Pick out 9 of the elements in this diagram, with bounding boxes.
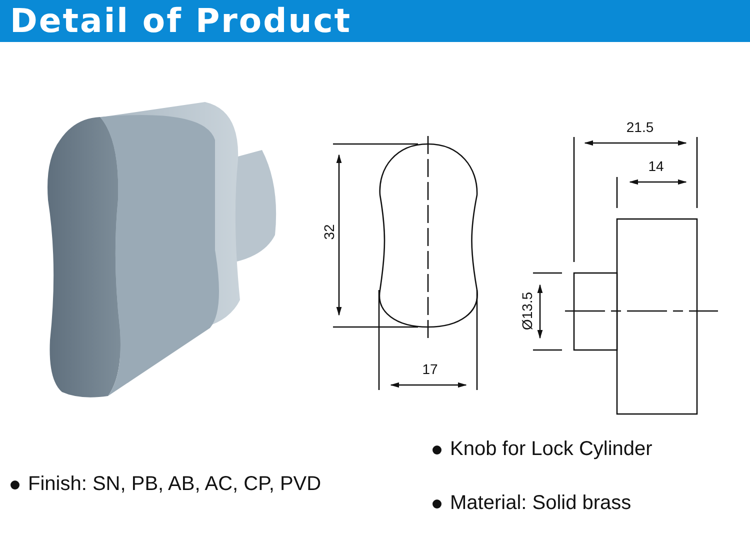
- dimension-label: 21.5: [626, 120, 654, 134]
- dimension-label: 17: [422, 362, 438, 376]
- spec-text: Finish: SN, PB, AB, AC, CP, PVD: [28, 474, 322, 494]
- dimension-label: 14: [648, 159, 664, 173]
- spec-text: Knob for Lock Cylinder: [450, 439, 652, 459]
- spec-text: Material: Solid brass: [450, 493, 632, 513]
- dimension-label: Ø13.5: [520, 292, 534, 330]
- dimension-label: 32: [322, 224, 336, 240]
- page-title: Detail of Product: [10, 2, 352, 40]
